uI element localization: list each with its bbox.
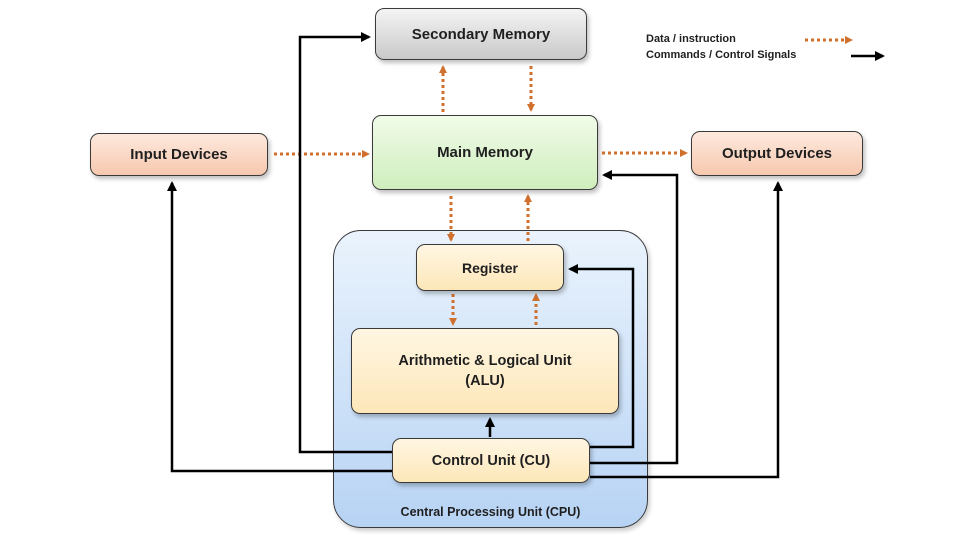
input-devices-box: Input Devices	[90, 133, 268, 176]
edge-cu-to-input	[167, 181, 392, 473]
edge-cu-to-output	[590, 181, 783, 479]
control-unit-label: Control Unit (CU)	[431, 452, 551, 469]
legend-control-label: Commands / Control Signals	[646, 49, 797, 61]
edge-cu-to-register	[568, 264, 635, 449]
register-box: Register	[416, 244, 564, 291]
secondary-memory-box: Secondary Memory	[375, 8, 587, 60]
main-memory-box: Main Memory	[372, 115, 598, 190]
secondary-memory-label: Secondary Memory	[411, 25, 551, 43]
alu-label-line1: Arithmetic & Logical Unit	[398, 353, 572, 369]
alu-label-line2: (ALU)	[465, 373, 505, 389]
legend-data-label: Data / instruction	[646, 33, 736, 45]
edge-cu-to-main	[590, 170, 679, 465]
alu-box: Arithmetic & Logical Unit (ALU)	[351, 328, 619, 414]
output-devices-label: Output Devices	[721, 145, 833, 162]
register-label: Register	[461, 259, 519, 276]
main-memory-label: Main Memory	[437, 144, 533, 161]
output-devices-box: Output Devices	[691, 131, 863, 176]
cpu-label: Central Processing Unit (CPU)	[400, 505, 581, 519]
input-devices-label: Input Devices	[130, 146, 228, 163]
edge-cu-to-secondary	[298, 32, 392, 454]
control-unit-box: Control Unit (CU)	[392, 438, 590, 483]
